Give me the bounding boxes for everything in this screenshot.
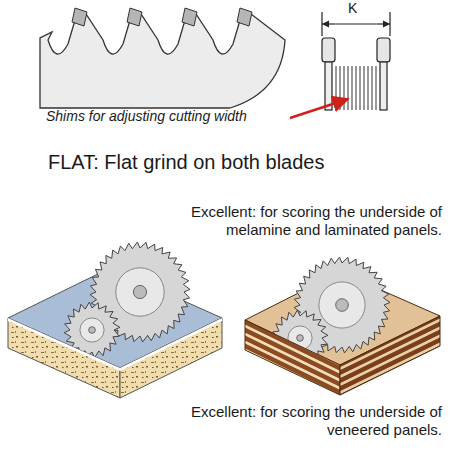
title: FLAT: Flat grind on both blades <box>48 150 438 174</box>
note-text: Excellent: for scoring the underside of … <box>152 203 442 239</box>
callout-label: Shims for adjusting cutting width <box>46 108 291 125</box>
melamine-panel <box>8 242 222 398</box>
tooth-width-detail <box>322 12 390 110</box>
saw-blade-segment <box>40 8 285 108</box>
leader-arrow <box>290 99 348 118</box>
dimension-label: K <box>348 0 357 17</box>
note-text: Excellent: for scoring the underside of … <box>152 403 442 439</box>
veneered-panel <box>245 257 440 395</box>
